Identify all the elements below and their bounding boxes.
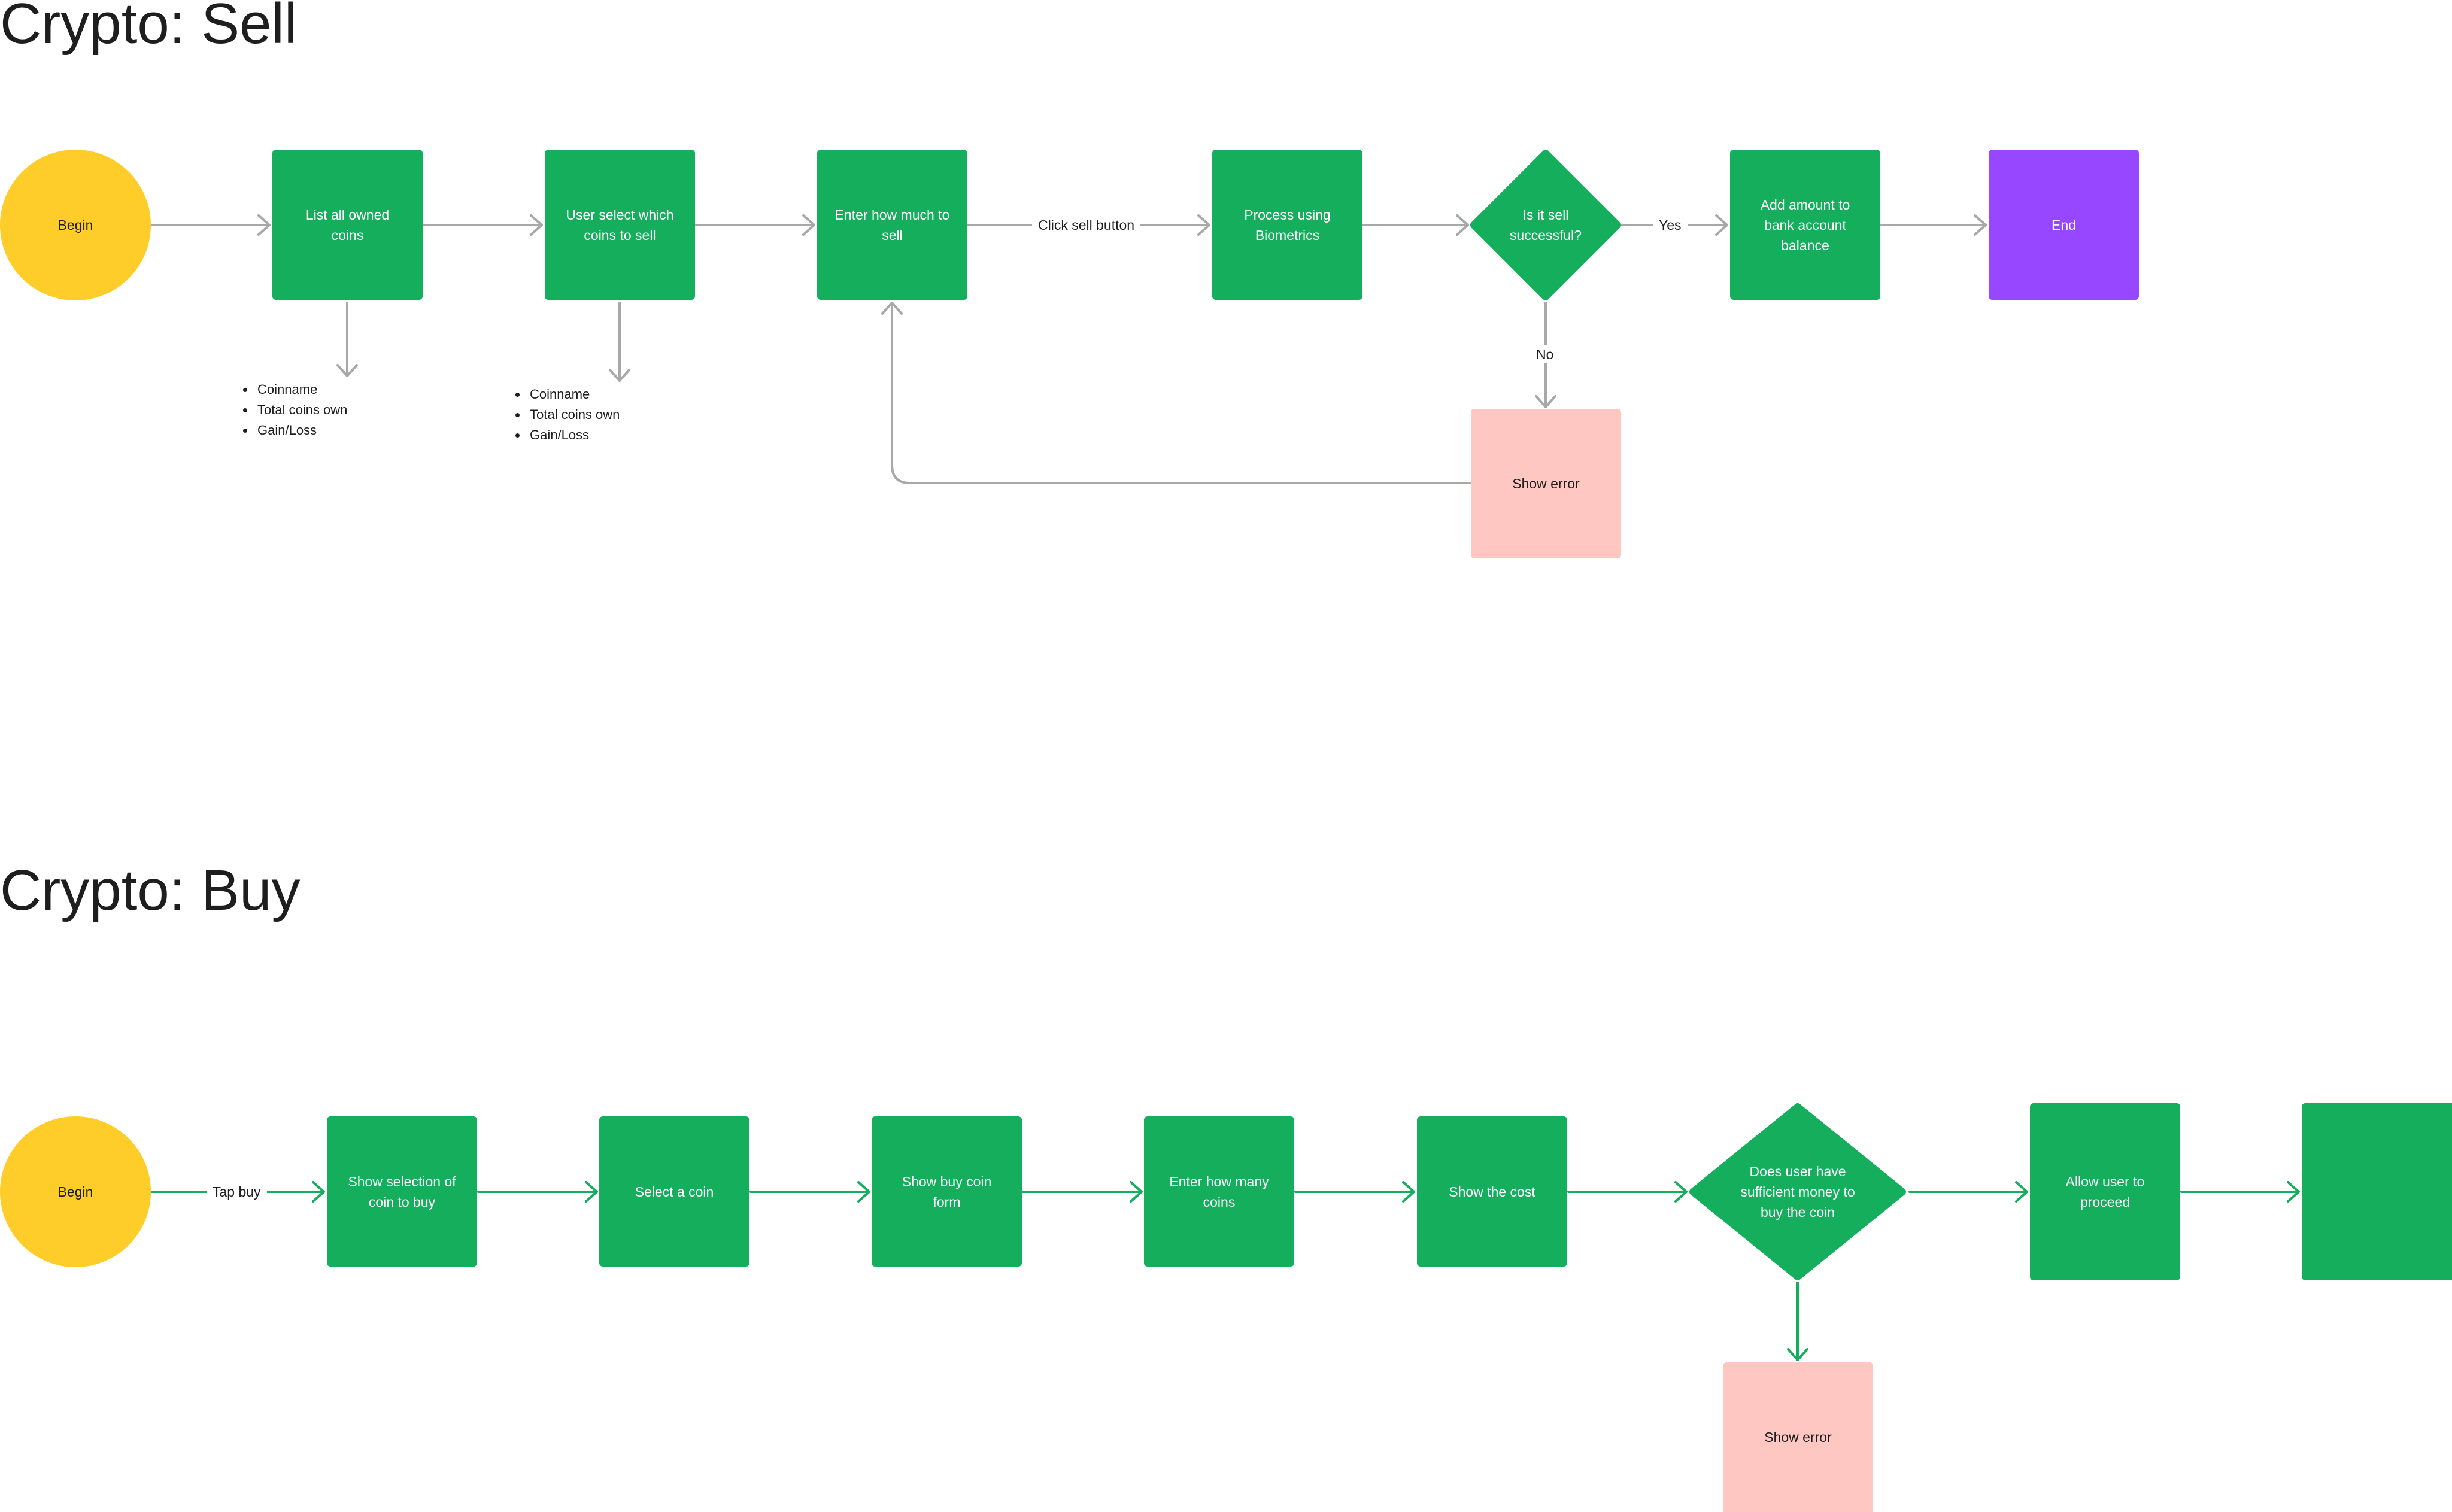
buy-section-title: Crypto: Buy [0, 858, 301, 922]
list-item: Coinname [255, 379, 347, 400]
sell-section-title: Crypto: Sell [0, 0, 298, 56]
list-item: Gain/Loss [255, 420, 347, 441]
sell-connector-list-details [336, 302, 358, 377]
sell-connector-select-enter [695, 214, 815, 236]
buy-decision-diamond [1689, 1103, 1906, 1280]
sell-begin-node[interactable]: Begin [0, 150, 151, 300]
sell-user-select-node[interactable]: User select which coins to sell [545, 150, 695, 300]
buy-begin-node[interactable]: Begin [0, 1116, 151, 1267]
sell-enter-amount-node[interactable]: Enter how much to sell [817, 150, 967, 300]
buy-connector-decision-error [1787, 1282, 1808, 1361]
sell-connector-biometrics-decision [1362, 214, 1469, 236]
buy-show-form-node[interactable]: Show buy coin form [872, 1116, 1022, 1267]
buy-show-cost-node[interactable]: Show the cost [1417, 1116, 1567, 1267]
list-item: Total coins own [255, 400, 347, 420]
sell-connector-begin-list [150, 214, 271, 236]
sell-end-node[interactable]: End [1989, 150, 2139, 300]
sell-list-owned-node[interactable]: List all owned coins [272, 150, 423, 300]
sell-decision-label: Is it sell successful? [1509, 207, 1582, 243]
sell-biometrics-node[interactable]: Process using Biometrics [1212, 150, 1362, 300]
sell-add-amount-node[interactable]: Add amount to bank account balance [1730, 150, 1880, 300]
buy-connector-form-enter [1022, 1181, 1143, 1203]
buy-decision-label: Does user have sufficient money to buy t… [1740, 1164, 1855, 1220]
sell-connector-error-enter [881, 302, 1471, 484]
buy-enter-many-node[interactable]: Enter how many coins [1144, 1116, 1294, 1267]
buy-connector-coin-form [749, 1181, 870, 1203]
sell-show-error-node[interactable]: Show error [1471, 409, 1621, 558]
list-item: Total coins own [527, 405, 620, 425]
sell-connector-add-end [1880, 214, 1987, 236]
sell-yes-label: Yes [1653, 216, 1688, 234]
list-item: Gain/Loss [527, 425, 620, 445]
buy-connector-selection-coin [477, 1181, 598, 1203]
sell-click-sell-label: Click sell button [1032, 216, 1141, 234]
buy-tap-buy-label: Tap buy [207, 1183, 267, 1201]
sell-connector-list-select [423, 214, 543, 236]
sell-list-details: Coinname Total coins own Gain/Loss [232, 379, 347, 441]
buy-show-selection-node[interactable]: Show selection of coin to buy [327, 1116, 477, 1267]
sell-connector-select-details [609, 302, 630, 382]
buy-connector-decision-allow [1908, 1181, 2028, 1203]
buy-connector-cost-decision [1567, 1181, 1688, 1203]
buy-select-coin-node[interactable]: Select a coin [599, 1116, 749, 1267]
buy-connector-enter-cost [1294, 1181, 1415, 1203]
list-item: Coinname [527, 384, 620, 405]
buy-next-node[interactable] [2302, 1103, 2452, 1280]
buy-connector-allow-next [2180, 1181, 2300, 1203]
buy-allow-node[interactable]: Allow user to proceed [2030, 1103, 2180, 1280]
sell-select-details: Coinname Total coins own Gain/Loss [505, 384, 620, 445]
buy-show-error-node[interactable]: Show error [1723, 1362, 1873, 1512]
sell-decision-diamond [1470, 150, 1621, 300]
sell-no-label: No [1530, 345, 1560, 363]
